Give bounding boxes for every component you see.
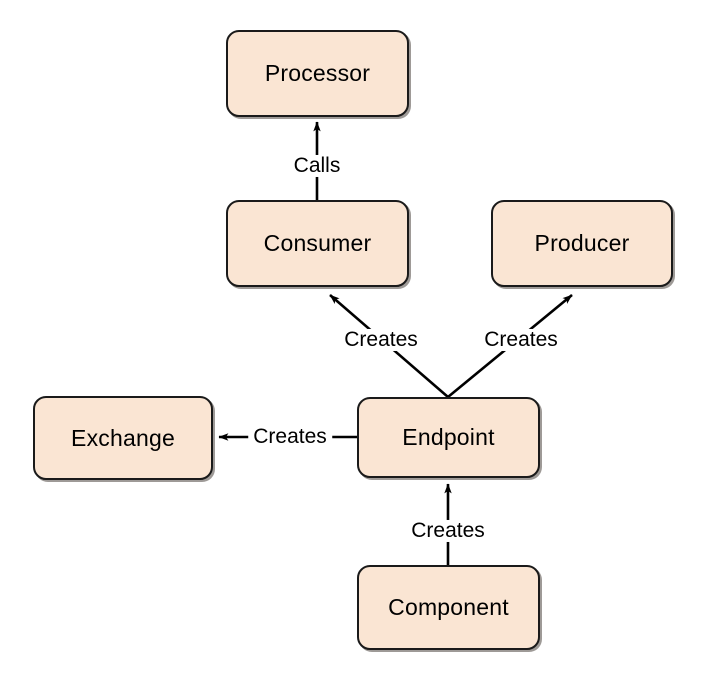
node-endpoint[interactable]: Endpoint: [357, 397, 540, 478]
node-endpoint-label: Endpoint: [402, 424, 495, 450]
node-consumer-label: Consumer: [263, 230, 372, 256]
node-processor-label: Processor: [264, 60, 371, 86]
node-consumer[interactable]: Consumer: [226, 200, 409, 287]
edge-label-calls: Calls: [288, 154, 346, 178]
node-component-label: Component: [388, 594, 509, 620]
node-exchange-label: Exchange: [71, 424, 175, 451]
node-producer[interactable]: Producer: [491, 200, 673, 287]
node-processor[interactable]: Processor: [226, 30, 409, 117]
edge-label-creates-endpoint: Creates: [406, 519, 490, 543]
edge-label-creates-producer: Creates: [479, 328, 563, 352]
edge-label-creates-consumer: Creates: [339, 328, 423, 352]
node-producer-label: Producer: [534, 230, 630, 256]
node-exchange[interactable]: Exchange: [33, 396, 213, 480]
edge-label-creates-exchange: Creates: [248, 425, 332, 449]
node-component[interactable]: Component: [357, 565, 540, 650]
